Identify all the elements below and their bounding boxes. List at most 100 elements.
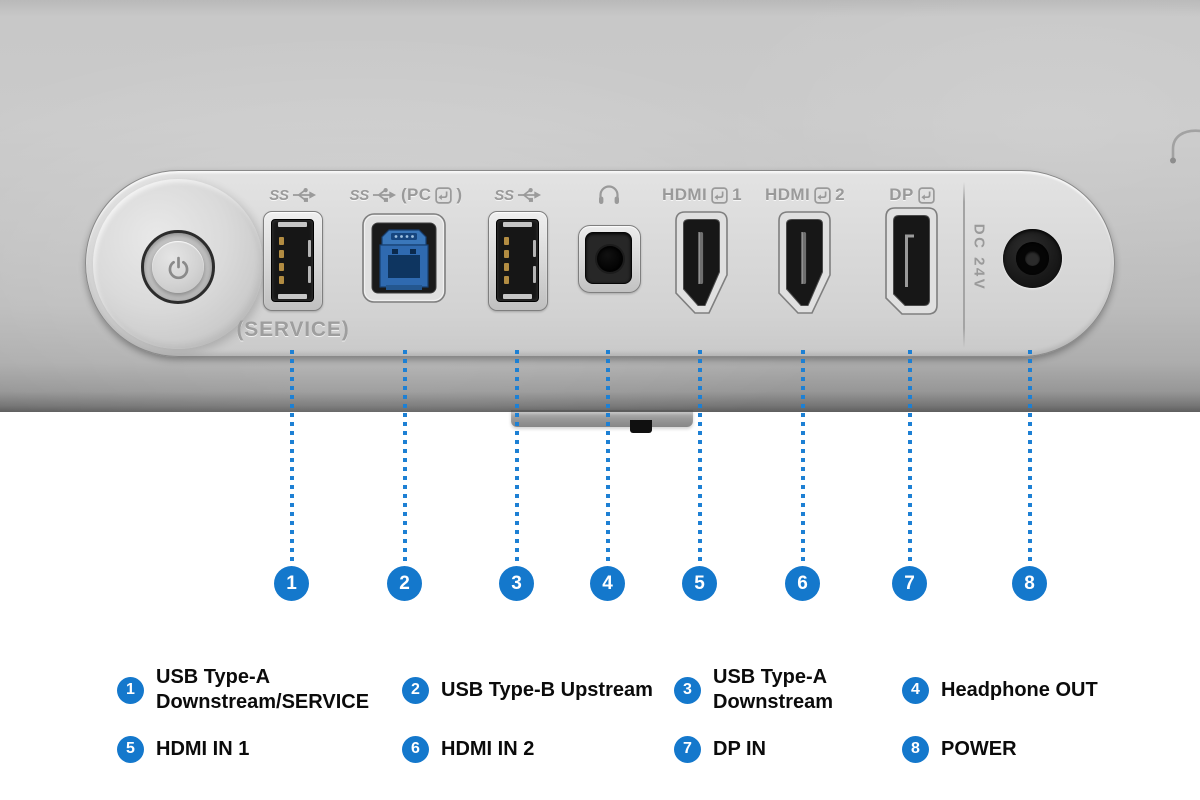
- callout-line-8: [1028, 350, 1032, 563]
- pc-label-open: (PC: [400, 185, 432, 204]
- usb-shell-rail: [308, 240, 311, 257]
- usb-contact-pin: [504, 250, 509, 258]
- superspeed-text: SS: [269, 186, 289, 204]
- monitor-back-surface: SS SS: [0, 0, 1200, 433]
- usb-a-service-label: SS: [213, 184, 373, 206]
- usb-b-upstream-port: [362, 213, 446, 303]
- service-label: (SERVICE): [236, 318, 350, 341]
- headphone-icon: [599, 184, 619, 204]
- pc-label-close: ): [456, 185, 463, 204]
- legend-number: 1: [117, 676, 144, 704]
- legend-item-6: 6 HDMI IN 2: [402, 735, 534, 763]
- legend-number: 7: [674, 735, 701, 763]
- legend-label-line: USB Type-A: [156, 666, 271, 688]
- legend-item-2: 2 USB Type-B Upstream: [402, 676, 653, 704]
- dp-label: DP: [832, 184, 992, 206]
- usb-superspeed-icon: [292, 187, 316, 202]
- legend-number: 4: [902, 676, 929, 704]
- usb-superspeed-icon: [372, 187, 396, 202]
- legend-item-1: 1 USB Type-A Downstream/SERVICE: [117, 664, 369, 716]
- legend-label: HDMI IN 1: [156, 737, 249, 762]
- usb-contact-pin: [279, 237, 284, 245]
- callout-badge-4: 4: [590, 566, 625, 601]
- hdmi-1-port: [675, 211, 728, 314]
- callout-line-6: [801, 350, 805, 563]
- usb-a-cavity: [496, 219, 539, 302]
- callout-line-2: [403, 350, 407, 563]
- legend-label-line: USB Type-A: [713, 666, 828, 688]
- headphone-label: [529, 184, 689, 206]
- superspeed-text: SS: [494, 186, 514, 204]
- legend-label-line: USB Type-B Upstream: [441, 678, 653, 701]
- input-arrow-icon: [711, 186, 728, 204]
- stand-release-tab: [630, 420, 652, 433]
- legend-item-8: 8 POWER: [902, 735, 1017, 763]
- legend-label-line: HDMI IN 1: [156, 737, 250, 760]
- dc-jack-ring: [1016, 242, 1049, 275]
- legend-item-5: 5 HDMI IN 1: [117, 735, 249, 763]
- dc-24v-label: DC 24V: [970, 223, 988, 292]
- superspeed-text: SS: [349, 186, 370, 204]
- callout-line-5: [698, 350, 702, 563]
- callout-badge-5: 5: [682, 566, 717, 601]
- legend-label: USB Type-A Downstream/SERVICE: [156, 665, 369, 715]
- hdmi-1-label: HDMI 1: [622, 184, 782, 206]
- callout-line-3: [515, 350, 519, 563]
- usb-a-downstream-port: [488, 211, 548, 311]
- legend-label-line: Downstream/SERVICE: [156, 691, 370, 713]
- hdmi-2-label: HDMI 2: [725, 184, 885, 206]
- stand-mount: [511, 410, 693, 433]
- legend-label: POWER: [941, 737, 1017, 762]
- io-panel: SS SS: [85, 170, 1115, 357]
- legend-label: USB Type-B Upstream: [441, 678, 653, 703]
- legend-item-3: 3 USB Type-A Downstream: [674, 664, 833, 716]
- input-arrow-icon: [814, 186, 831, 204]
- headphone-jack-hole: [597, 246, 623, 272]
- usb-contact-pin: [504, 237, 509, 245]
- hdmi-number: 1: [732, 185, 742, 204]
- legend-item-7: 7 DP IN: [674, 735, 766, 763]
- legend-label: USB Type-A Downstream: [713, 665, 833, 715]
- legend-number: 8: [902, 735, 929, 763]
- usb-superspeed-icon: [517, 187, 541, 202]
- callout-line-1: [290, 350, 294, 563]
- usb-contact-pin: [279, 250, 284, 258]
- legend-number: 2: [402, 676, 429, 704]
- legend-label-line: POWER: [941, 737, 1017, 760]
- legend-label: HDMI IN 2: [441, 737, 534, 762]
- callout-badge-7: 7: [892, 566, 927, 601]
- usb-contact-pin: [279, 263, 284, 271]
- callout-badge-6: 6: [785, 566, 820, 601]
- cable-hook-detail: [1170, 129, 1200, 164]
- hdmi-text: HDMI: [765, 185, 811, 204]
- callout-line-7: [908, 350, 912, 563]
- usb-b-pc-label: SS (PC ): [326, 184, 486, 206]
- usb-contact-pin: [504, 276, 509, 284]
- usb-contact-pin: [504, 263, 509, 271]
- hdmi-2-port: [778, 211, 831, 314]
- headphone-jack-cavity: [585, 232, 632, 284]
- legend-label-line: DP IN: [713, 737, 766, 760]
- usb-shell-lip: [278, 294, 307, 299]
- legend-item-4: 4 Headphone OUT: [902, 676, 1098, 704]
- usb-shell-lip: [503, 294, 532, 299]
- legend-number: 5: [117, 735, 144, 763]
- callout-badge-3: 3: [499, 566, 534, 601]
- usb-contact-pin: [279, 276, 284, 284]
- callout-badge-2: 2: [387, 566, 422, 601]
- legend-label-line: Downstream: [713, 691, 834, 713]
- input-arrow-icon: [917, 186, 935, 204]
- input-arrow-icon: [435, 186, 453, 204]
- usb-a-cavity: [271, 219, 314, 302]
- hdmi-number: 2: [835, 185, 845, 204]
- dc-power-jack: [1003, 229, 1062, 288]
- panel-divider: [963, 182, 965, 348]
- usb-a-service-port: [263, 211, 323, 311]
- legend-number: 6: [402, 735, 429, 763]
- power-button-ring: [141, 230, 215, 304]
- dp-port: [885, 207, 938, 315]
- legend-label: Headphone OUT: [941, 678, 1098, 703]
- legend-label: DP IN: [713, 737, 766, 762]
- headphone-jack: [578, 225, 641, 293]
